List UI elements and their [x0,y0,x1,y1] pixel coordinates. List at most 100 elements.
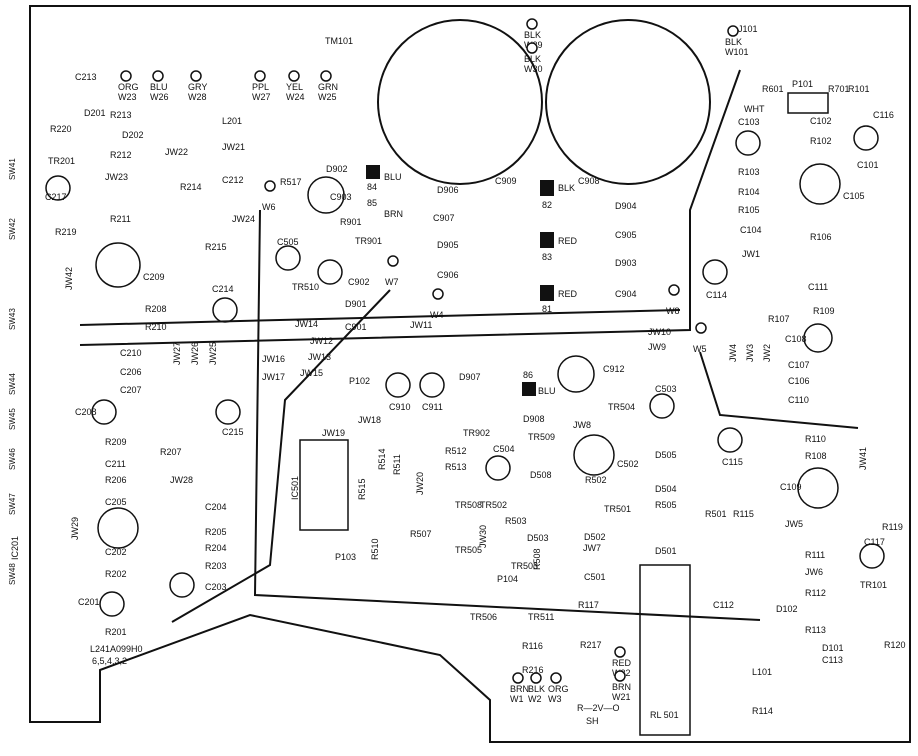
c204-label: C204 [205,502,227,512]
tr508-label: TR508 [455,500,482,510]
wire-id-w28: W28 [188,92,207,102]
tr502-label: TR502 [480,500,507,510]
wire-terminal-w1 [512,672,524,684]
tr510-label: TR510 [292,282,319,292]
c101-label: C101 [857,160,879,170]
jw15-label: JW15 [300,368,323,378]
capacitor-body-c201 [99,591,125,617]
jw4-label: JW4 [728,344,738,362]
pad-86-color: BLU [538,386,556,396]
c104-label: C104 [740,225,762,235]
capacitor-body-c214 [212,297,238,323]
wire-color-w30: BLK [524,54,541,64]
c904-label: C904 [615,289,637,299]
c209-label: C209 [143,272,165,282]
c217-label: C217 [45,192,67,202]
r212-label: R212 [110,150,132,160]
r511-label: R511 [392,454,402,475]
pad-83-id: 83 [542,252,552,262]
capacitor-body-c215 [215,399,241,425]
capacitor-body-c208 [91,399,117,425]
r103-label: R103 [738,167,760,177]
r116-label: R116 [522,641,543,651]
capacitor-body-c209 [95,242,141,288]
jw7-label: JW7 [583,543,601,553]
r109-label: R109 [813,306,835,316]
wire-color-w101: BLK [725,37,742,47]
wire-id-w24: W24 [286,92,305,102]
d501-label: D501 [655,546,677,556]
jw14-label: JW14 [295,319,318,329]
wire-id-w21: W21 [612,692,631,702]
jw10-label: JW10 [648,327,671,337]
r120-label: R120 [884,640,906,650]
jw22-label: JW22 [165,147,188,157]
tr503-label: TR503 [511,561,538,571]
r201-label: R201 [105,627,127,637]
jw8-label: JW8 [573,420,591,430]
sw45-label: SW45 [8,408,17,430]
r213-label: R213 [110,110,132,120]
r205-label: R205 [205,527,227,537]
r214-label: R214 [180,182,202,192]
c901-label: C901 [345,322,367,332]
l201-label: L201 [222,116,242,126]
c107-label: C107 [788,360,810,370]
jw19-label: JW19 [322,428,345,438]
jw30-label: JW30 [478,525,488,548]
c116-label: C116 [873,110,894,120]
r216-label: R216 [522,665,544,675]
jw11-label: JW11 [410,320,432,330]
wire-id-w27: W27 [252,92,271,102]
wire-terminal-w27 [254,70,266,82]
capacitor-body-c117 [859,543,885,569]
ic201-label: IC201 [10,536,20,560]
wire-id-w7: W7 [385,277,399,287]
c912-label: C912 [603,364,625,374]
wire-color-w25: GRN [318,82,338,92]
jw21-label: JW21 [222,142,245,152]
tr505-label: TR505 [455,545,482,555]
capacitor-body-c502 [573,434,615,476]
r111-label: R111 [805,550,825,560]
wire-id-w6: W6 [262,202,276,212]
capacitor-body-c903 [307,176,345,214]
trace-w101-wht [171,289,391,623]
c106-label: C106 [788,376,810,386]
d505-label: D505 [655,450,677,460]
wire-terminal-w24 [288,70,300,82]
part-number: L241A099H0 [90,644,143,654]
wire-terminal-w4 [432,288,444,300]
c909-label: C909 [495,176,517,186]
r220-label: R220 [50,124,72,134]
c102-label: C102 [810,116,832,126]
capacitor-body-c114 [702,259,728,285]
board-outline [29,5,911,743]
c117-label: C117 [864,537,885,547]
r601-label: R601 [762,84,784,94]
c907-label: C907 [433,213,455,223]
tr506-label: TR506 [470,612,497,622]
r204-label: R204 [205,543,227,553]
wire-color-w21: BRN [612,682,631,692]
jw23-label: JW23 [105,172,128,182]
capacitor-body-c103 [735,130,761,156]
trace-main [79,309,681,326]
c111-label: C111 [808,282,828,292]
r114-label: R114 [752,706,773,716]
trace-w101 [79,69,741,346]
jw41-label: JW41 [858,447,868,470]
c215-label: C215 [222,427,244,437]
pad-84-color: BLU [384,172,402,182]
p101 [787,92,829,114]
r209-label: R209 [105,437,127,447]
d907-label: D907 [459,372,481,382]
wire-id-w25: W25 [318,92,337,102]
jw17-label: JW17 [262,372,285,382]
r502-label: R502 [585,475,607,485]
c205-label: C205 [105,497,127,507]
c105-label: C105 [843,191,865,201]
r112-label: R112 [805,588,826,598]
c115-label: C115 [722,457,743,467]
